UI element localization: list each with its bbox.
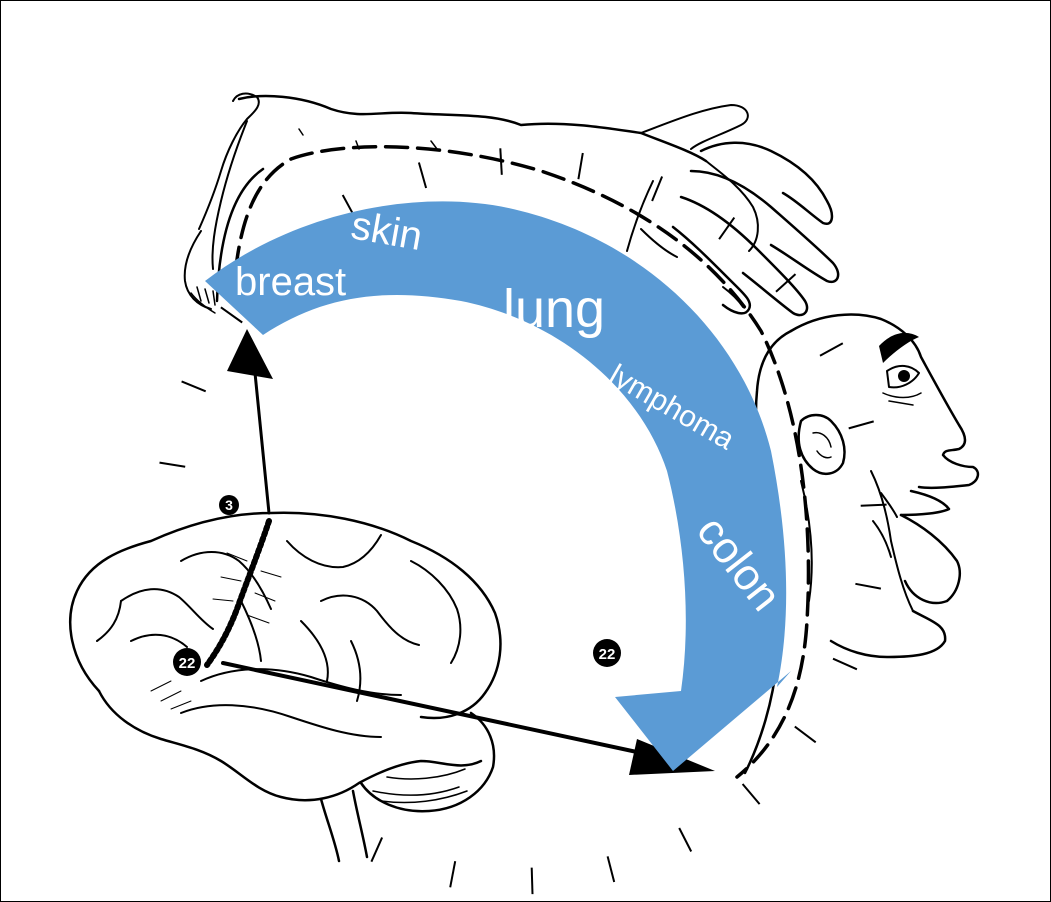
marker-right: 22	[593, 639, 621, 667]
arc-tick	[652, 177, 662, 202]
arc-tick	[578, 153, 582, 179]
arc-tick	[833, 659, 857, 670]
arc-tick	[743, 784, 760, 804]
marker-left-label: 22	[179, 655, 196, 672]
label-lung: lung	[503, 279, 605, 339]
marker-right-label: 22	[599, 646, 616, 663]
arc-tick	[532, 868, 533, 895]
arc-tick	[160, 463, 186, 467]
label-breast: breast	[235, 260, 346, 304]
arc-tick	[795, 727, 816, 743]
arc-tick	[861, 505, 887, 506]
arc-tick	[679, 828, 691, 852]
marker-left: 22	[173, 648, 201, 676]
eye-pupil	[898, 370, 910, 382]
arc-tick	[182, 381, 206, 391]
eyebrow	[879, 333, 919, 363]
marker-upper: 3	[219, 495, 239, 515]
arrow-to-homunculus	[227, 329, 273, 513]
arc-tick	[371, 838, 382, 862]
arc-tick	[855, 584, 881, 589]
arc-tick	[450, 861, 455, 887]
arc-tick	[608, 856, 615, 882]
arc-tick	[849, 421, 874, 428]
arc-tick	[419, 163, 426, 189]
brain-outline	[70, 513, 500, 861]
arc-tick	[500, 148, 502, 175]
marker-upper-label: 3	[225, 497, 233, 513]
arc-tick	[820, 343, 843, 356]
